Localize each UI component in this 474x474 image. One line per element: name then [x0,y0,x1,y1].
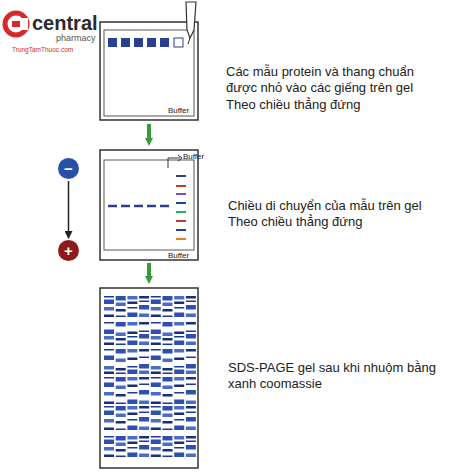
step-caption: Chiều di chuyển của mẫu trên gel Theo ch… [228,198,443,231]
step-caption: SDS-PAGE gel sau khi nhuộm bằng xanh coo… [228,360,443,393]
anode-circle: + [58,240,79,261]
buffer-label: Buffer [183,152,223,162]
step-arrow [147,124,151,142]
watermark: TrungTamThuoc.com [12,46,102,54]
step-arrow [147,263,151,280]
electrode-sign: + [64,243,73,258]
logo-icon [5,13,28,35]
logo-name: central [32,11,122,36]
logo-subtitle: pharmacy [56,33,116,44]
electrode-sign: − [64,161,73,176]
step-caption: Các mẫu protein và thang chuẩn được nhỏ … [226,64,441,113]
gel-panel-3 [100,288,198,468]
migration-arrow [68,181,70,238]
gel-panel-2 [100,150,198,260]
buffer-label: Buffer [168,106,208,116]
gel-panel-1 [100,2,198,120]
buffer-label: Buffer [168,251,208,261]
cathode-circle: − [58,158,79,179]
